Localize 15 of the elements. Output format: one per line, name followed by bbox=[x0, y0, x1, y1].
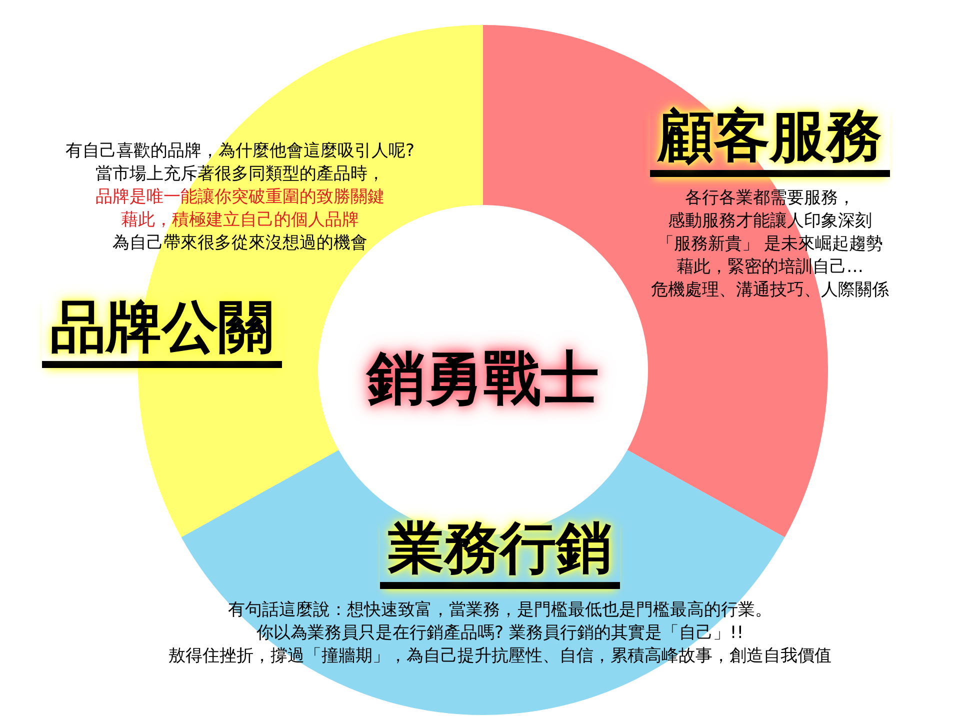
body-text: 為自己帶來很多從來沒想過的機會 bbox=[112, 233, 368, 253]
heading: 顧客服務 bbox=[650, 104, 890, 177]
body-text: 感動服務才能讓人印象深刻 bbox=[668, 211, 872, 231]
heading: 業務行銷 bbox=[380, 516, 620, 589]
body-text: 藉此，緊密的培訓自己… bbox=[676, 257, 864, 277]
body-text: 有句話這麼說：想快速致富，當業務，是門檻最低也是門檻最高的行業。 bbox=[228, 600, 772, 620]
body-text: 「服務新貴」 是未來崛起趨勢 bbox=[656, 234, 884, 254]
body-text: 當市場上充斥著很多同類型的產品時， bbox=[96, 164, 384, 184]
body-text: 有自己喜歡的品牌，為什麼他會這麼吸引人呢? bbox=[65, 141, 415, 161]
body-text: 敖得住挫折，撐過「撞牆期」，為自己提升抗壓性、自信，累積高峰故事，創造自我價值 bbox=[168, 646, 832, 666]
body-text: 各行各業都需要服務， bbox=[685, 188, 855, 208]
center-title: 銷勇戰士 bbox=[367, 343, 599, 414]
body-text: 藉此，積極建立自己的個人品牌 bbox=[121, 210, 359, 230]
body-text: 你以為業務員只是在行銷產品嗎? 業務員行銷的其實是「自己」!! bbox=[256, 623, 744, 643]
body-text: 危機處理、溝通技巧、人際關係 bbox=[651, 280, 889, 300]
